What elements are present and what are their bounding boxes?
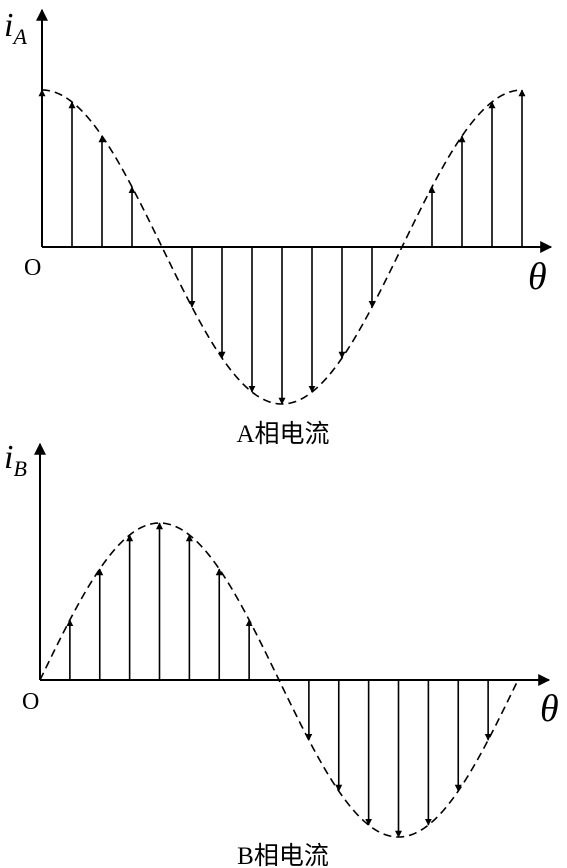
phase-b-x-label: θ	[540, 688, 559, 730]
phase-b-origin-label: O	[22, 689, 39, 715]
phase-a-sample-arrows	[38, 89, 526, 405]
phase-a-origin-label: O	[24, 255, 41, 281]
phase-a-caption: A相电流	[236, 420, 329, 448]
phase-b-caption: B相电流	[237, 842, 329, 868]
phase-a-panel: iA O θ A相电流	[4, 7, 553, 448]
phase-b-sample-arrows	[66, 522, 492, 838]
phase-b-waveform	[39, 522, 519, 838]
phase-b-y-label: iB	[4, 439, 27, 481]
phase-b-panel: iB O θ B相电流	[4, 439, 559, 868]
phase-a-y-label: iA	[4, 7, 27, 49]
phase-a-x-label: θ	[528, 256, 547, 298]
